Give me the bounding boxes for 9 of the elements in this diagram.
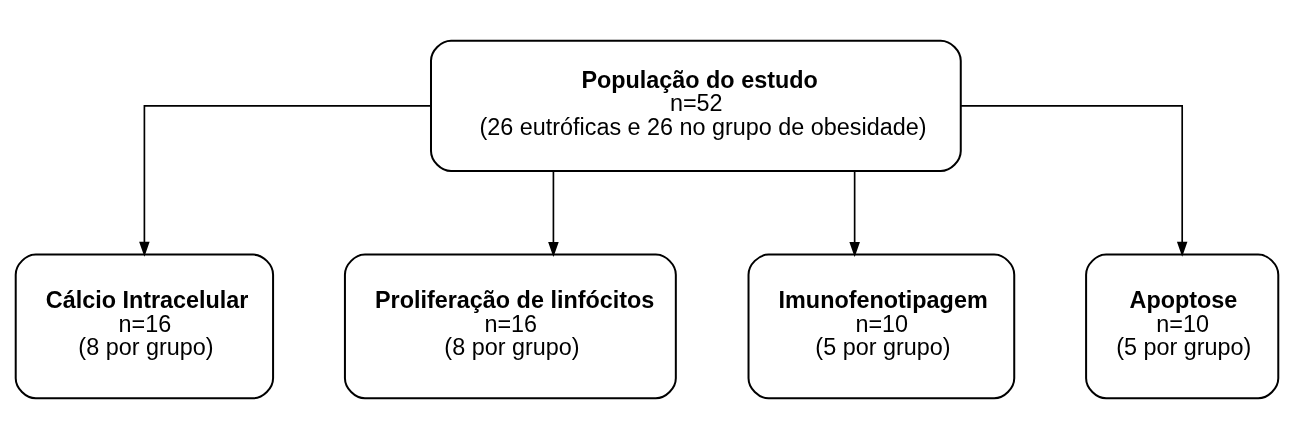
node-box: Apoptose n=10 (5 por grupo) (1085, 253, 1280, 400)
node-box: Imunofenotipagem n=10 (5 por grupo) (747, 253, 1016, 400)
node-box: Cálcio Intracelular n=16 (8 por grupo) (14, 253, 275, 400)
node-box: População do estudo n=52 (26 eutróficas e 26 no grupo de obesidade) (430, 39, 962, 173)
arrow (960, 105, 1188, 257)
arrow (139, 105, 432, 257)
arrow (849, 170, 860, 258)
arrow (548, 170, 559, 258)
node-box: Proliferação de linfócitos n=16 (8 por grupo) (343, 253, 677, 400)
